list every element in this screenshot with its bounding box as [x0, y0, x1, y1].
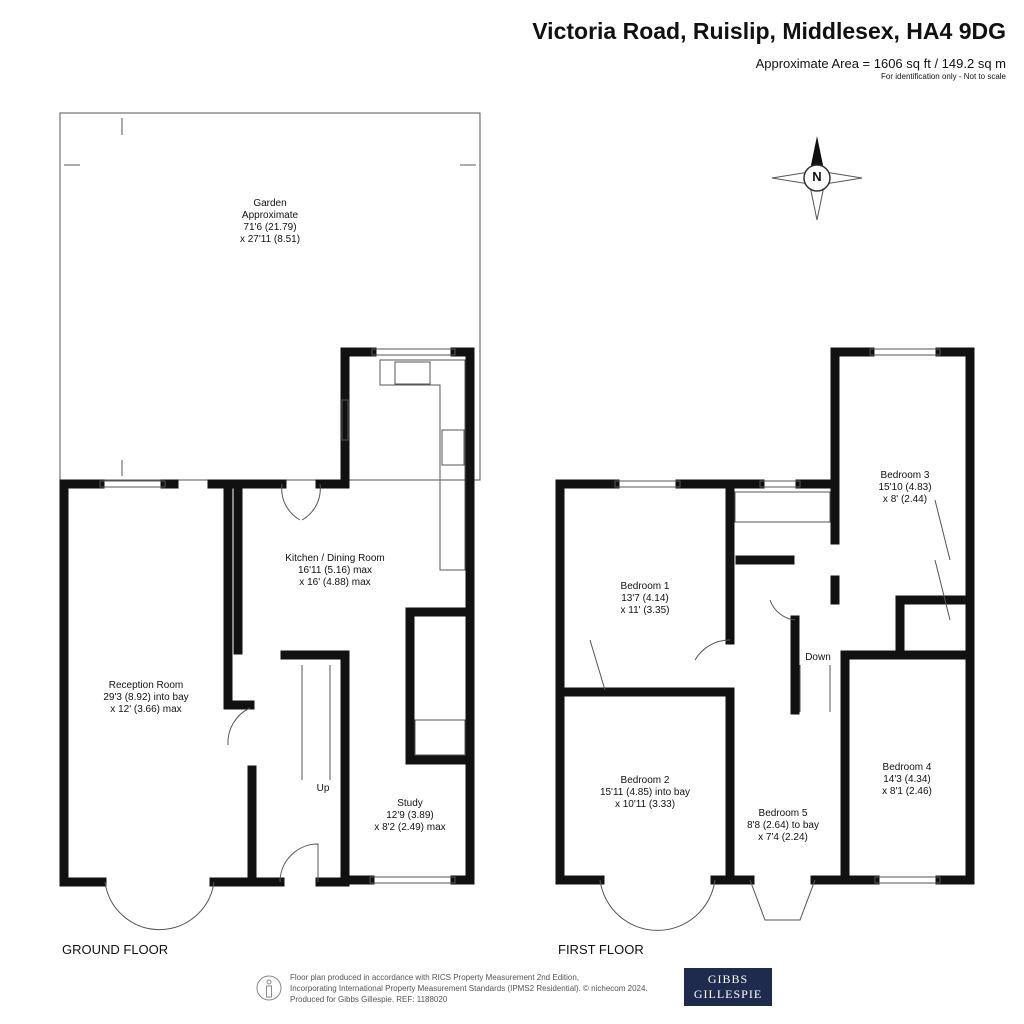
info-icon: [256, 975, 282, 1001]
stairs-down-label: Down: [805, 652, 831, 663]
windows-and-fixtures: [99, 348, 466, 931]
garden-outline: [59, 112, 481, 481]
ground-floor-walls: [59, 347, 475, 887]
compass-icon: [771, 136, 863, 221]
first-floor-walls: [555, 347, 975, 885]
garden-dimension-arrows: [64, 118, 476, 476]
stairs-up-label: Up: [316, 783, 330, 794]
property-address: Victoria Road, Ruislip, Middlesex, HA4 9…: [532, 18, 1006, 44]
first-floor-label: FIRST FLOOR: [558, 942, 644, 957]
approximate-area: Approximate Area = 1606 sq ft / 149.2 sq…: [755, 56, 1006, 71]
first-floor-fixtures: [589, 348, 951, 931]
ground-floor-label: GROUND FLOOR: [62, 942, 169, 957]
footer-notice: Floor plan produced in accordance with R…: [290, 973, 648, 1004]
compass-label: N: [812, 169, 822, 184]
scale-note: For identification only - Not to scale: [881, 72, 1006, 81]
